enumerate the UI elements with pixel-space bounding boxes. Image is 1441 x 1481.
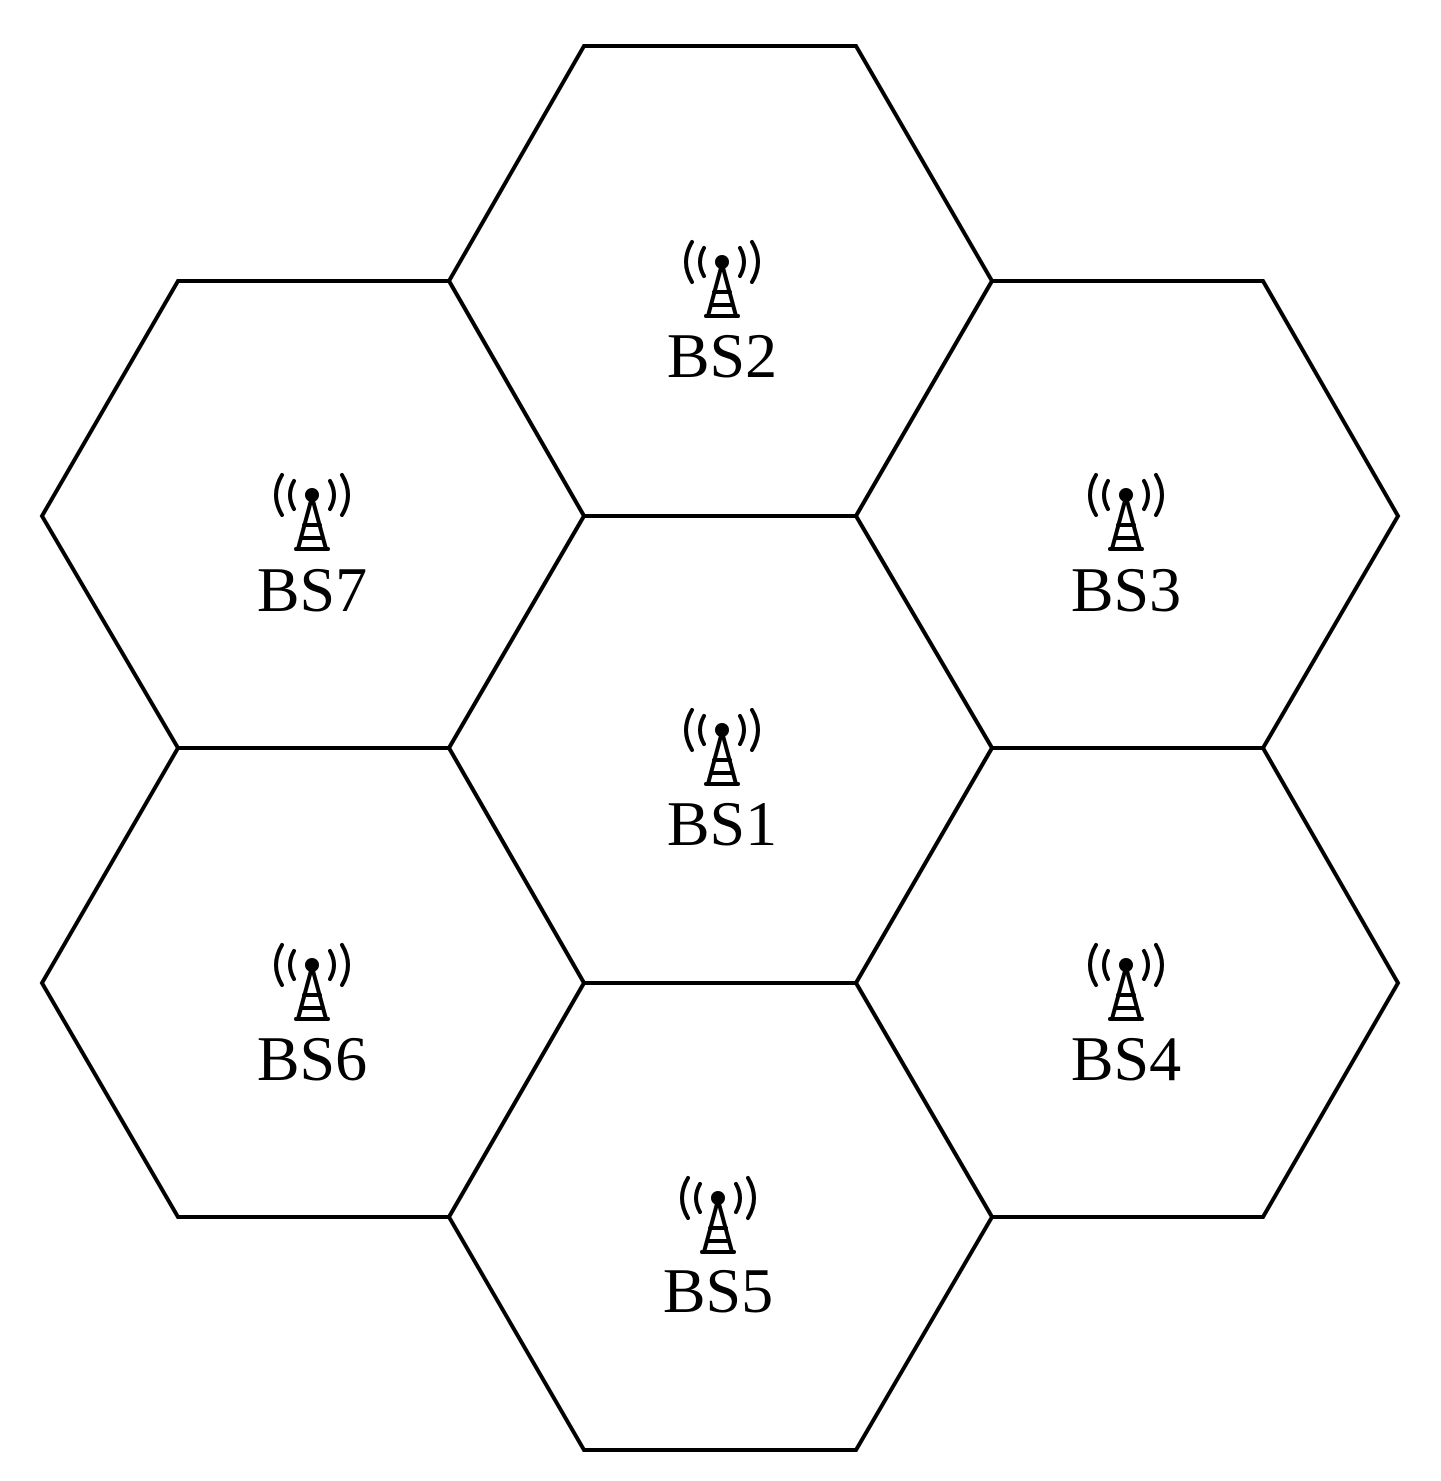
- base-station-bs3: BS3: [1071, 473, 1181, 625]
- base-station-bs2: BS2: [667, 240, 777, 391]
- bs-label: BS4: [1071, 1023, 1181, 1094]
- base-station-bs6: BS6: [257, 943, 367, 1094]
- cell-tower-icon: [684, 240, 760, 318]
- bs-label: BS2: [667, 320, 777, 391]
- cell-tower-icon: [1088, 943, 1164, 1021]
- bs-label: BS7: [257, 554, 367, 625]
- cell-tower-icon: [274, 473, 350, 551]
- base-station-bs4: BS4: [1071, 943, 1181, 1094]
- cell-tower-icon: [680, 1176, 756, 1254]
- base-station-bs5: BS5: [663, 1176, 773, 1326]
- cell-tower-icon: [274, 943, 350, 1021]
- cell-tower-icon: [1088, 473, 1164, 551]
- base-station-bs1: BS1: [667, 708, 777, 859]
- bs-label: BS3: [1071, 554, 1181, 625]
- bs-label: BS6: [257, 1023, 367, 1094]
- base-station-bs7: BS7: [257, 473, 367, 625]
- bs-label: BS5: [663, 1255, 773, 1326]
- bs-label: BS1: [667, 788, 777, 859]
- cell-tower-icon: [684, 708, 760, 786]
